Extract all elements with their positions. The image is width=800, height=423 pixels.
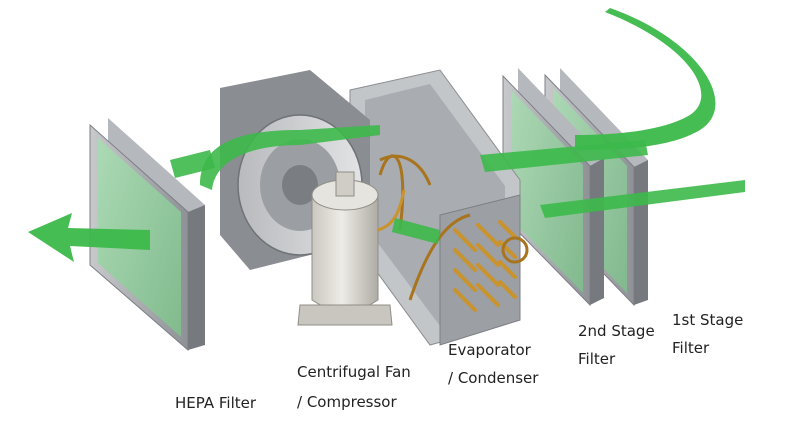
- first-stage-text: 1st Stage: [672, 311, 744, 329]
- first-stage-label: 1st Stage Filter: [672, 309, 743, 359]
- second-stage-filter-text: Filter: [578, 350, 616, 368]
- hepa-filter-label: HEPA Filter: [175, 392, 256, 414]
- centrifugal-fan-text: Centrifugal Fan: [297, 363, 411, 381]
- centrifugal-fan-label: Centrifugal Fan / Compressor: [297, 361, 411, 413]
- airflow-arrows: [28, 8, 745, 262]
- evaporator-text: Evaporator: [448, 341, 531, 359]
- evaporator-condenser: [349, 69, 529, 346]
- second-stage-filter: [502, 68, 604, 307]
- condenser-text: / Condenser: [448, 369, 539, 387]
- second-stage-label: 2nd Stage Filter: [578, 320, 655, 370]
- hepa-filter-text: HEPA Filter: [175, 394, 257, 412]
- first-stage-filter-text: Filter: [672, 339, 710, 357]
- compressor: [297, 171, 406, 326]
- compressor-text: / Compressor: [297, 393, 397, 411]
- evaporator-label: Evaporator / Condenser: [448, 339, 538, 389]
- second-stage-text: 2nd Stage: [578, 322, 655, 340]
